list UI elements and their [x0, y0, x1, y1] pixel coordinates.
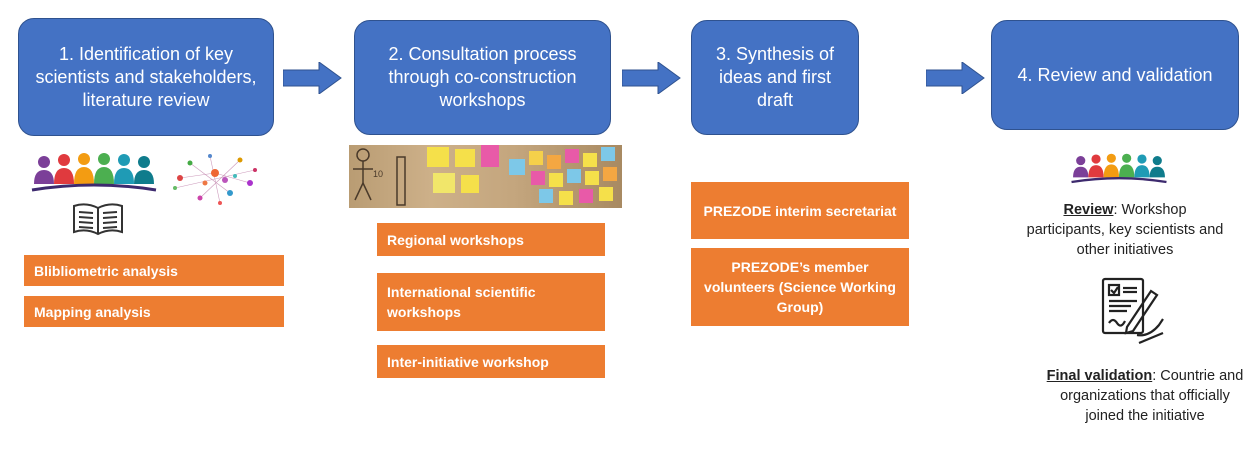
international-workshops-label: International scientific workshops — [387, 284, 536, 320]
member-volunteers-box: PREZODE’s member volunteers (Science Wor… — [691, 248, 909, 326]
interim-secretariat-box: PREZODE interim secretariat — [691, 182, 909, 239]
review-label: Review — [1063, 202, 1114, 218]
step-4-label: 4. Review and validation — [1017, 64, 1213, 85]
people-group-icon — [1071, 153, 1167, 184]
inter-initiative-workshop-box: Inter-initiative workshop — [377, 345, 605, 378]
step-1-box: 1. Identification of key scientists and … — [18, 18, 274, 136]
final-validation-label: Final validation — [1046, 368, 1153, 384]
inter-initiative-workshop-label: Inter-initiative workshop — [387, 353, 549, 370]
step-2-box: 2. Consultation process through co-const… — [354, 20, 611, 135]
arrow-right-icon — [926, 62, 985, 94]
interim-secretariat-label: PREZODE interim secretariat — [703, 202, 897, 219]
review-text: : Workshop participants, key scientists … — [1026, 202, 1224, 258]
people-group-icon — [31, 153, 157, 192]
step-3-box: 3. Synthesis of ideas and first draft — [691, 20, 859, 135]
international-workshops-box: International scientific workshops — [377, 273, 605, 331]
step-2-label: 2. Consultation process through co-const… — [388, 44, 577, 110]
svg-text:10: 10 — [373, 169, 383, 179]
member-volunteers-label: PREZODE’s member volunteers (Science Wor… — [704, 259, 896, 315]
step-4-box: 4. Review and validation — [991, 20, 1239, 130]
document-signing-icon — [1101, 277, 1164, 345]
regional-workshops-label: Regional workshops — [387, 231, 524, 248]
regional-workshops-box: Regional workshops — [377, 223, 605, 256]
review-note: Review: Workshop participants, key scien… — [1025, 200, 1225, 260]
step-3-label: 3. Synthesis of ideas and first draft — [715, 44, 835, 110]
open-book-icon — [73, 203, 123, 236]
arrow-right-icon — [622, 62, 681, 94]
step-1-label: 1. Identification of key scientists and … — [35, 43, 257, 110]
mapping-analysis-label: Mapping analysis — [34, 303, 151, 320]
final-validation-note: Final validation: Countrie and organizat… — [1045, 366, 1245, 426]
mapping-analysis-box: Mapping analysis — [24, 296, 284, 327]
network-map-icon — [173, 154, 257, 205]
bibliometric-analysis-box: Blibliometric analysis — [24, 255, 284, 286]
final-validation-text: : Countrie and organizations that offici… — [1060, 368, 1244, 424]
arrow-right-icon — [283, 62, 342, 94]
workshop-photo: 10 — [349, 145, 622, 208]
bibliometric-analysis-label: Blibliometric analysis — [34, 262, 178, 279]
